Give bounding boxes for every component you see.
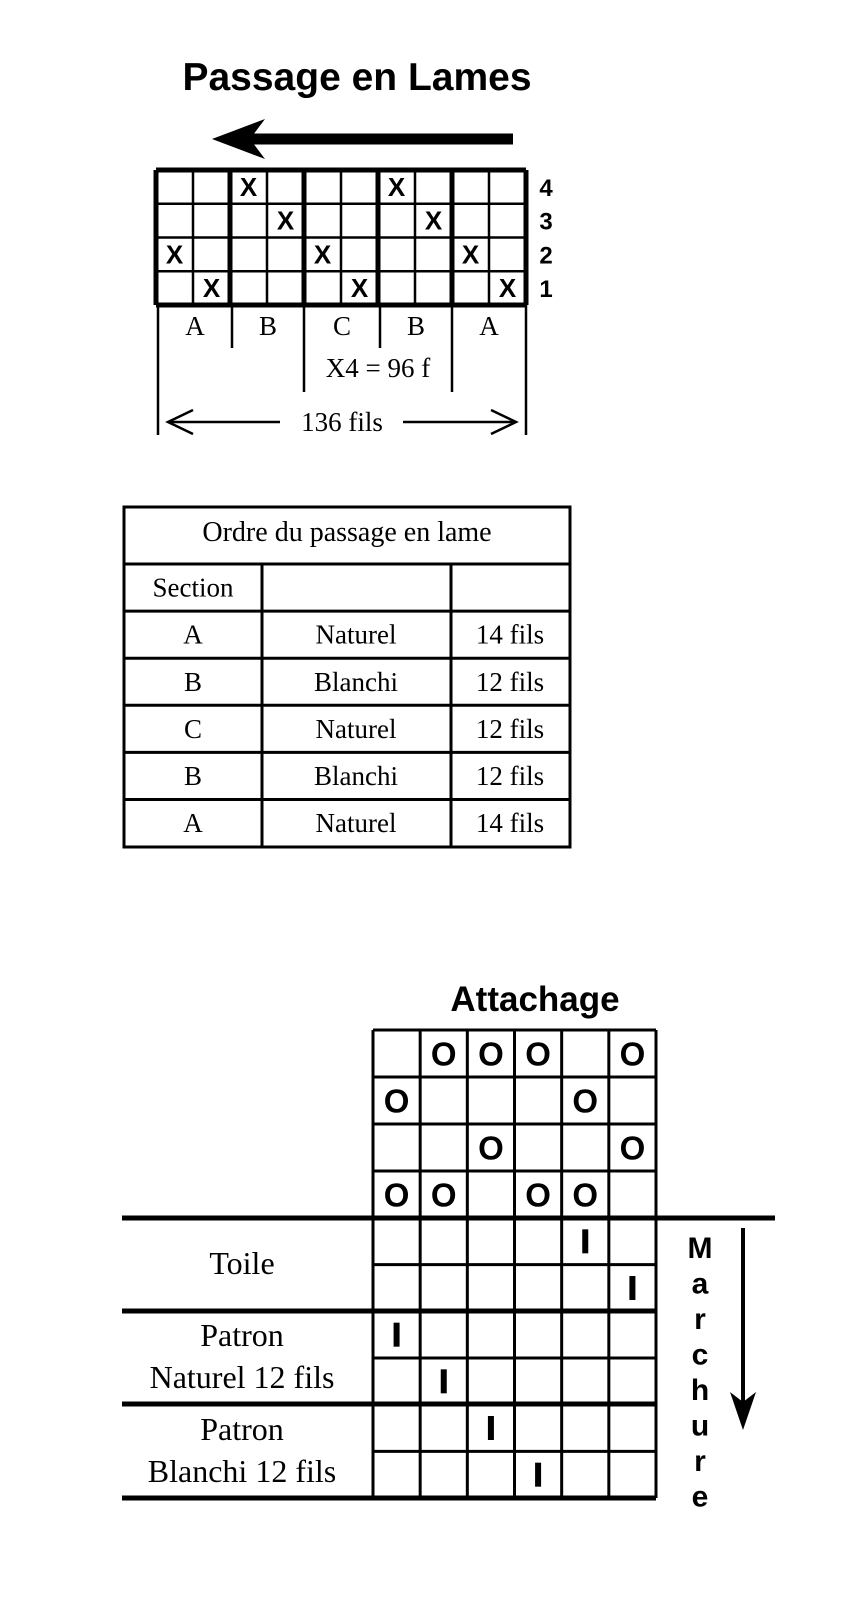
table-cell: Naturel: [316, 808, 397, 838]
threading-mark: X: [462, 239, 480, 269]
treadling-grid: [371, 1218, 658, 1498]
shaft-labels: 4 3 2 1: [539, 175, 553, 303]
group-label-line: Patron: [200, 1317, 284, 1353]
table-cell: Blanchi: [314, 667, 398, 697]
marchure-letter: h: [691, 1374, 709, 1407]
treadling-mark: [582, 1229, 589, 1254]
table-cell: 12 fils: [476, 714, 544, 744]
tieup-mark: O: [384, 1083, 410, 1120]
threading-mark: X: [314, 239, 332, 269]
treadling-mark: [393, 1322, 400, 1347]
tieup-mark: O: [384, 1177, 410, 1214]
threading-title: Passage en Lames: [182, 56, 531, 99]
section-label: B: [407, 311, 425, 341]
tieup-mark: O: [431, 1177, 457, 1214]
treadling-mark: [487, 1416, 494, 1440]
tieup-mark: O: [431, 1036, 457, 1073]
marchure-letter: r: [694, 1445, 706, 1478]
table-cell: B: [184, 761, 202, 791]
threading-mark: X: [277, 206, 295, 236]
marchure-arrow-icon: [730, 1228, 756, 1430]
marchure-letter: u: [691, 1410, 709, 1443]
repeat-label: X4 = 96 f: [326, 353, 430, 383]
tieup-mark: O: [525, 1036, 551, 1073]
shaft-label: 2: [539, 242, 552, 269]
table-cell: 14 fils: [476, 620, 544, 650]
marchure-letter: r: [694, 1303, 706, 1336]
treadling-mark: [440, 1369, 447, 1394]
tieup-grid: [371, 1028, 658, 1218]
section-label: A: [185, 311, 205, 341]
marchure-letter: c: [692, 1339, 709, 1372]
group-label-line: Naturel 12 fils: [150, 1359, 335, 1395]
table-cell: 12 fils: [476, 667, 544, 697]
group-separators: [122, 1215, 775, 1501]
order-table-title: Ordre du passage en lame: [202, 517, 491, 548]
total-label: 136 fils: [301, 407, 383, 437]
shaft-label: 3: [539, 209, 552, 236]
threading-mark: X: [388, 172, 406, 202]
group-label-line: Blanchi 12 fils: [148, 1453, 336, 1489]
group-label-line: Toile: [209, 1245, 274, 1281]
direction-arrow-icon: [212, 119, 513, 159]
threading-mark: X: [166, 239, 184, 269]
threading-grid: [153, 167, 529, 308]
table-cell: Naturel: [316, 714, 397, 744]
tieup-mark: O: [572, 1083, 598, 1120]
section-label: C: [333, 311, 351, 341]
treadling-mark: [629, 1276, 636, 1300]
table-cell: C: [184, 714, 202, 744]
table-cell: Naturel: [316, 620, 397, 650]
tieup-mark: O: [525, 1177, 551, 1214]
section-dividers: [156, 305, 528, 435]
threading-mark: X: [240, 172, 258, 202]
section-label: B: [259, 311, 277, 341]
marchure-letter: e: [692, 1481, 709, 1514]
shaft-label: 4: [539, 175, 553, 202]
threading-mark: X: [351, 273, 369, 303]
table-cell: Blanchi: [314, 761, 398, 791]
group-label-line: Patron: [200, 1411, 284, 1447]
tieup-mark: O: [478, 1036, 504, 1073]
threading-mark: X: [203, 273, 221, 303]
tieup-mark: O: [572, 1177, 598, 1214]
table-cell: 14 fils: [476, 808, 544, 838]
tieup-title: Attachage: [450, 980, 619, 1019]
shaft-label: 1: [539, 276, 552, 303]
tieup-mark: O: [478, 1130, 504, 1167]
threading-mark: X: [499, 273, 517, 303]
treadling-marks: [393, 1229, 636, 1487]
threading-mark: X: [425, 206, 443, 236]
marchure-letter: a: [692, 1268, 709, 1301]
tieup-mark: O: [620, 1130, 646, 1167]
tieup-mark: O: [620, 1036, 646, 1073]
table-header-cell: Section: [153, 573, 234, 603]
total-width-arrow: [165, 408, 519, 436]
table-cell: A: [183, 620, 203, 650]
section-label: A: [479, 311, 499, 341]
table-cell: 12 fils: [476, 761, 544, 791]
table-cell: A: [183, 808, 203, 838]
marchure-letter: M: [688, 1232, 713, 1265]
table-cell: B: [184, 667, 202, 697]
treadling-mark: [535, 1462, 542, 1487]
